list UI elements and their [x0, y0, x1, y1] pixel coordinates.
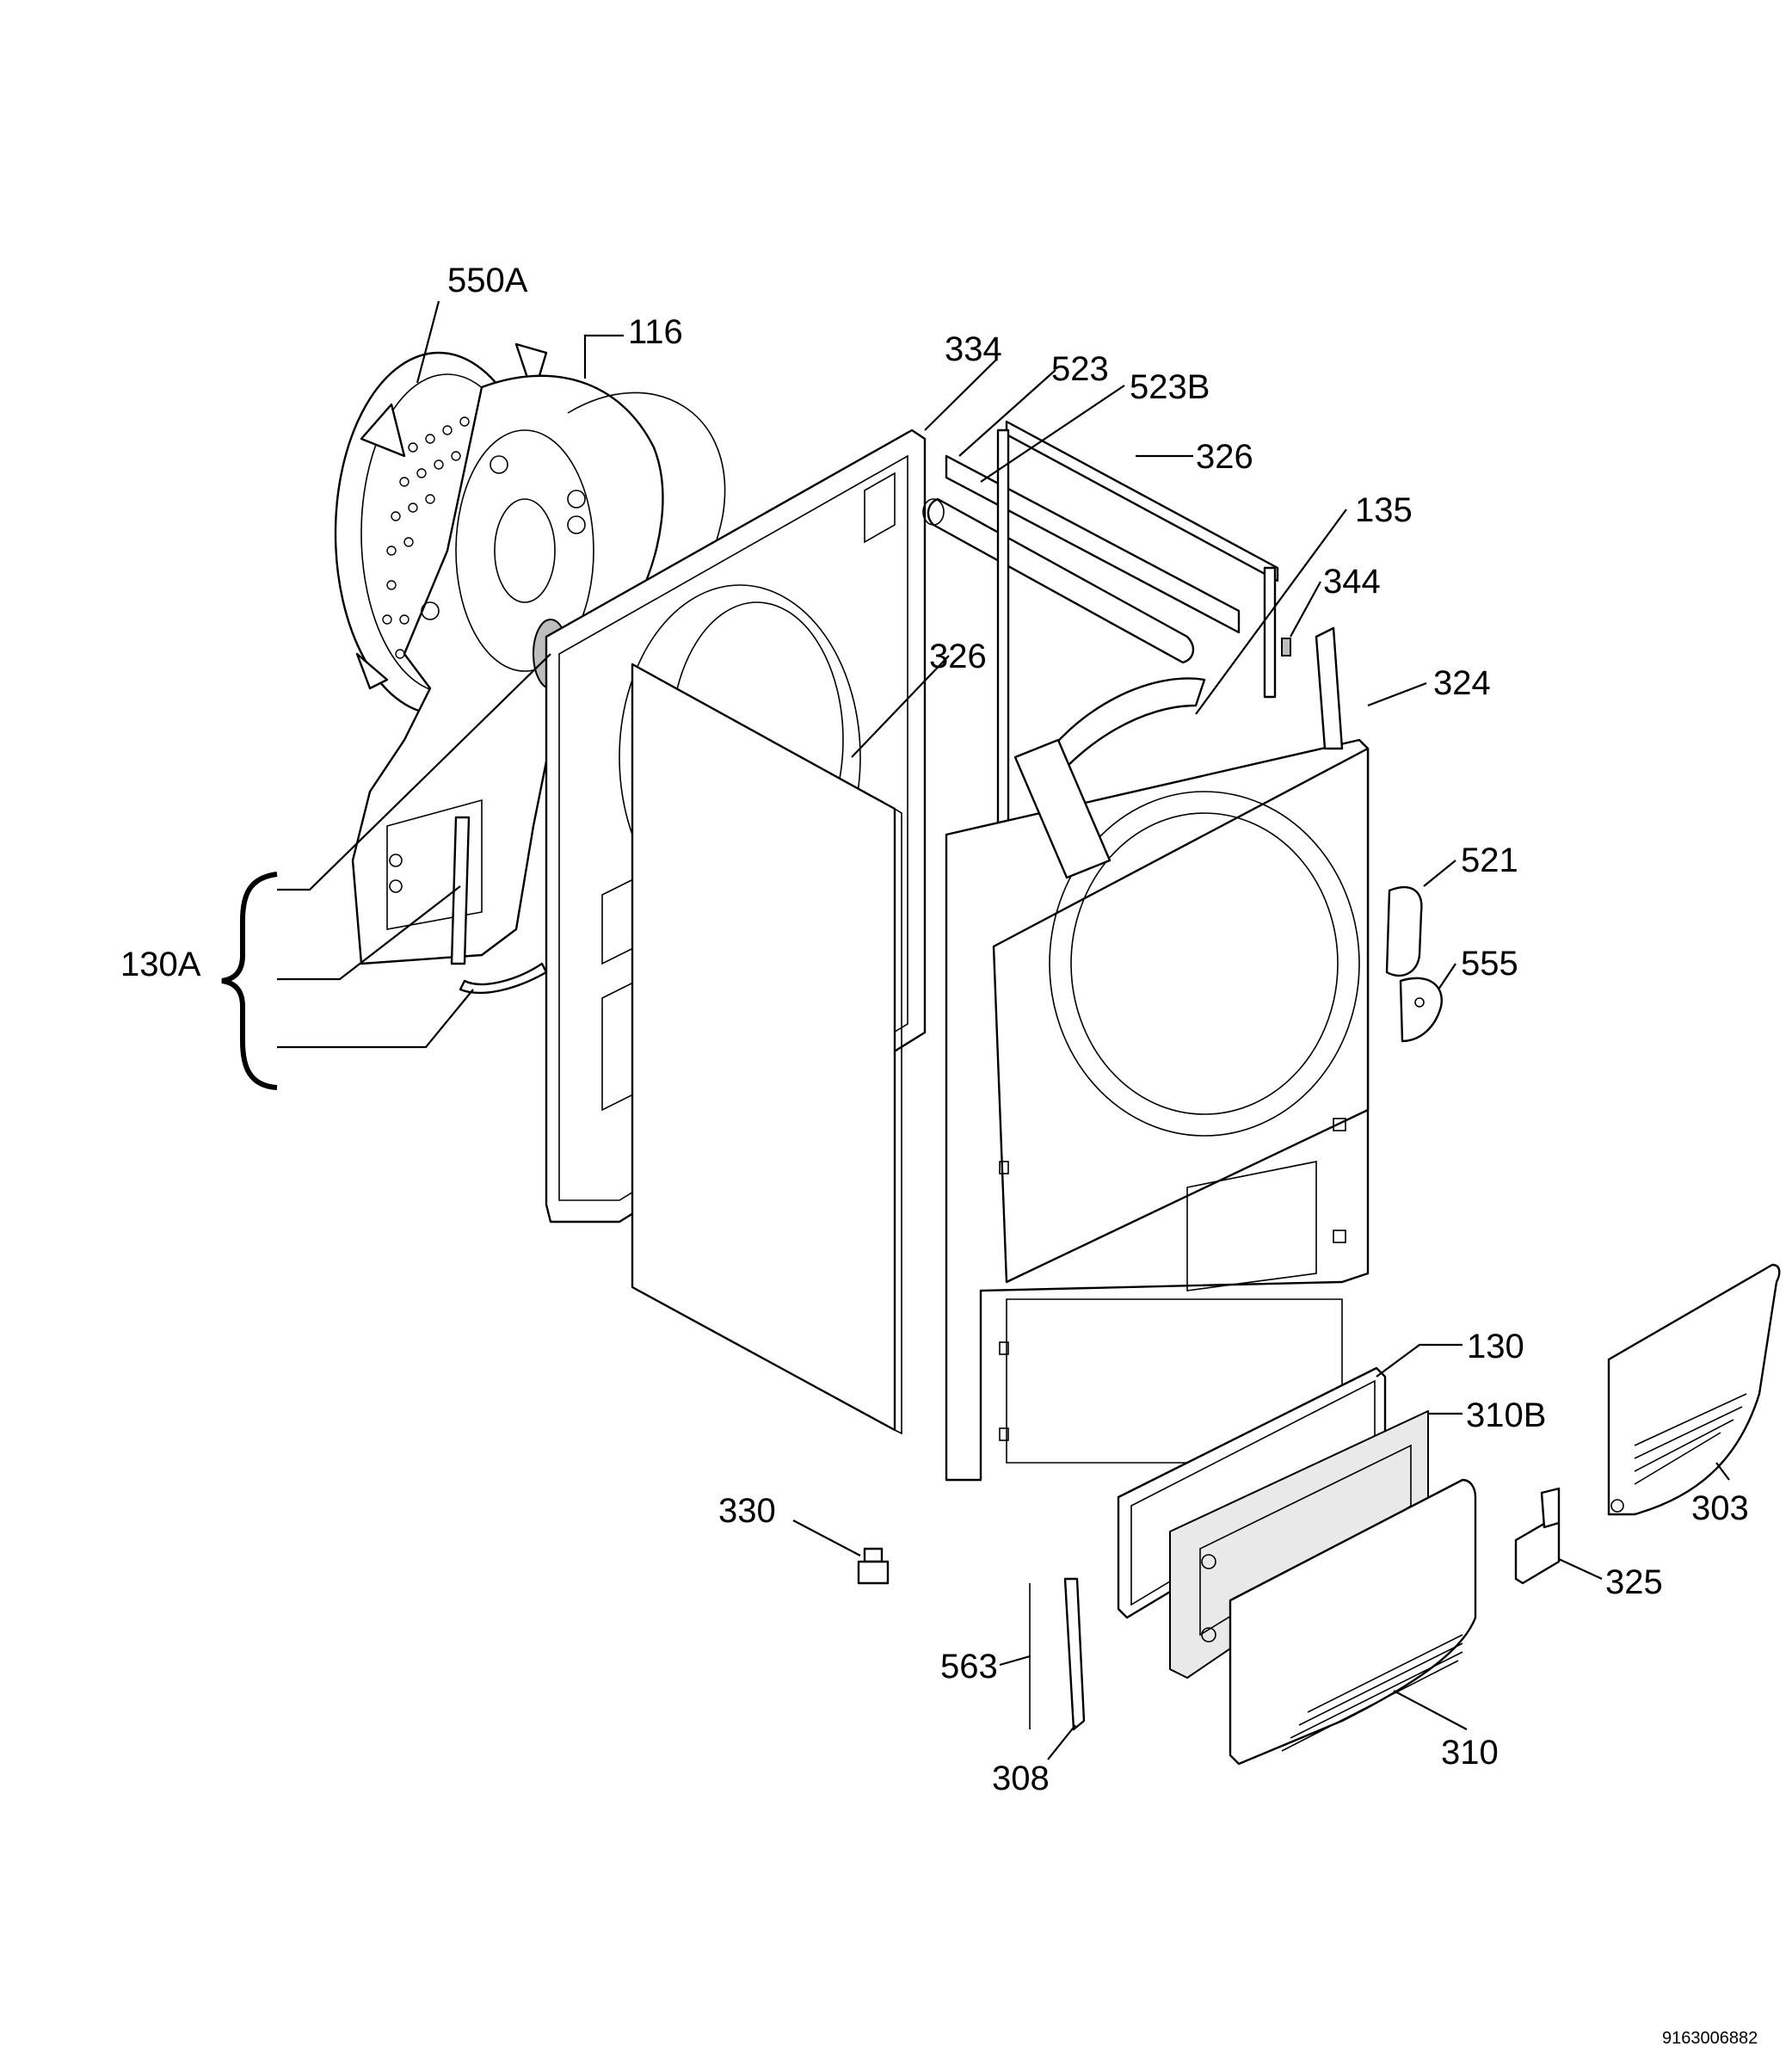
- part-326-side-cover: [631, 663, 902, 1435]
- label-303: 303: [1691, 1489, 1749, 1527]
- label-116: 116: [628, 313, 683, 351]
- part-116-back-panel: [351, 374, 726, 965]
- part-330-foot: [857, 1547, 890, 1585]
- label-326-side: 326: [929, 638, 987, 675]
- part-308-slider: [1063, 1577, 1086, 1731]
- label-563: 563: [940, 1648, 998, 1686]
- label-555: 555: [1461, 945, 1518, 983]
- brace-130A: [221, 872, 278, 1090]
- part-325-bracket: [1514, 1487, 1561, 1585]
- label-130A: 130A: [120, 946, 201, 983]
- part-344-clip: [1281, 638, 1291, 656]
- part-521-cover: [1385, 886, 1423, 977]
- diagram-id: 9163006882: [1662, 2029, 1758, 2048]
- label-334: 334: [945, 330, 1002, 368]
- label-344: 344: [1323, 563, 1381, 601]
- label-325: 325: [1605, 1563, 1663, 1601]
- part-523-rails: [922, 420, 1279, 1034]
- part-303-grille-cover: [1607, 1263, 1781, 1516]
- label-326-top: 326: [1196, 438, 1253, 476]
- label-324: 324: [1433, 664, 1491, 702]
- label-550A: 550A: [447, 262, 528, 299]
- label-521: 521: [1461, 841, 1518, 879]
- label-523: 523: [1051, 350, 1109, 388]
- part-324-front-frame: [945, 626, 1370, 1482]
- label-310: 310: [1441, 1734, 1499, 1772]
- label-523B: 523B: [1130, 368, 1210, 406]
- label-135: 135: [1355, 491, 1413, 529]
- label-310B: 310B: [1466, 1396, 1546, 1434]
- leader-lines: [277, 300, 1730, 1760]
- label-130: 130: [1467, 1328, 1524, 1365]
- part-555-cover: [1399, 977, 1443, 1043]
- label-308: 308: [992, 1760, 1050, 1797]
- label-330: 330: [718, 1492, 776, 1530]
- part-310-filter-cover: [1229, 1478, 1477, 1766]
